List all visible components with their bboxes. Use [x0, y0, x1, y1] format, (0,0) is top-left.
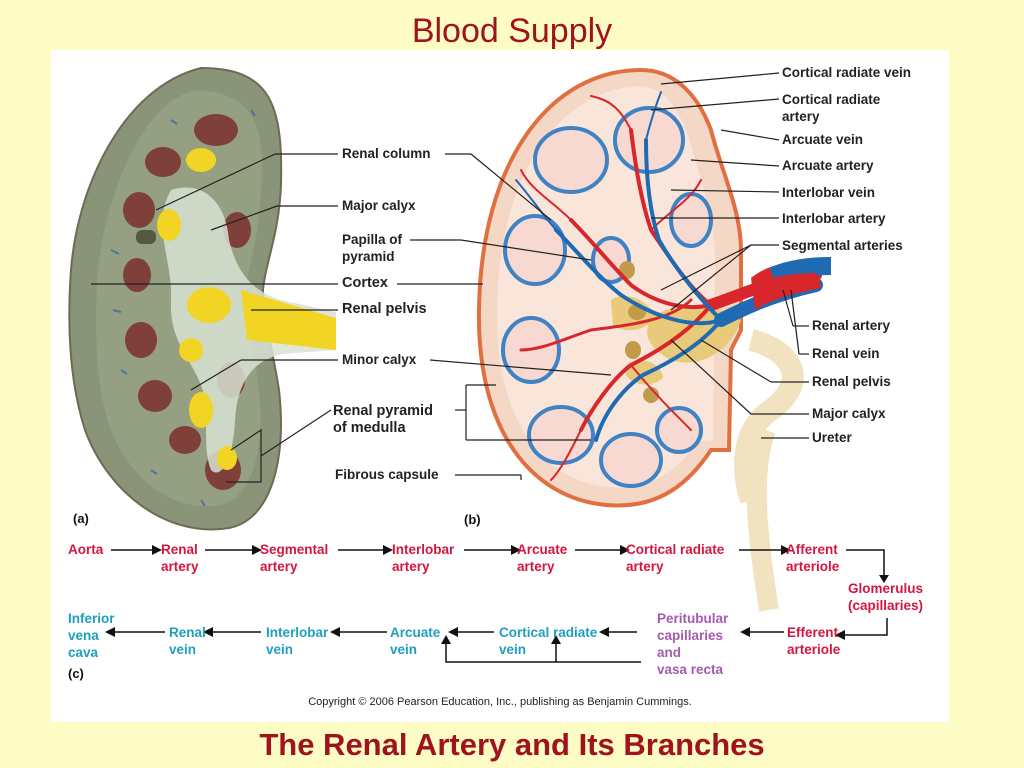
label-fibrous-capsule: Fibrous capsule [335, 467, 439, 482]
flow-inferior-vena-cava: Inferior vena cava [68, 611, 115, 660]
label-renal-pelvis: Renal pelvis [342, 301, 427, 317]
label-major-calyx: Major calyx [342, 198, 416, 213]
label-arcuate-vein: Arcuate vein [782, 132, 864, 147]
flow-peritubular-capillaries: Peritubular capillaries and vasa recta [657, 611, 729, 677]
label-interlobar-artery: Interlobar artery [782, 211, 886, 226]
kidney-illustrations [68, 66, 889, 663]
label-cortical-radiate-vein: Cortical radiate vein [782, 65, 912, 80]
label-cortical-radiate-artery: Cortical radiate artery [782, 92, 881, 124]
flow-efferent-arteriole: Efferent arteriole [787, 625, 841, 657]
flow-renal-vein: Renal vein [169, 625, 206, 657]
label-interlobar-vein: Interlobar vein [782, 185, 876, 200]
flow-renal-artery: Renal artery [161, 542, 199, 574]
label-renal-pelvis-b: Renal pelvis [812, 374, 891, 389]
diagram-panel: Renal column Major calyx Papilla of pyra… [51, 50, 949, 722]
label-renal-pyramid: Renal pyramid of medulla [333, 403, 433, 436]
flow-cortical-radiate-vein: Cortical radiate vein [499, 625, 598, 657]
label-renal-column: Renal column [342, 146, 431, 161]
caption-b: (b) [464, 512, 481, 527]
label-papilla-of-pyramid: Papilla of pyramid [342, 232, 403, 264]
label-ureter: Ureter [812, 430, 852, 445]
caption-a: (a) [73, 511, 89, 526]
slide-title: Blood Supply [411, 12, 613, 50]
flow-arrowheads [105, 545, 889, 644]
flow-arcuate-artery: Arcuate artery [517, 542, 568, 574]
caption-c: (c) [68, 666, 84, 681]
flow-arrows [111, 549, 888, 663]
flow-cortical-radiate-artery: Cortical radiate artery [626, 542, 725, 574]
kidney-photo [68, 66, 336, 531]
label-major-calyx-b: Major calyx [812, 406, 886, 421]
label-renal-vein: Renal vein [812, 346, 880, 361]
flow-glomerulus: Glomerulus (capillaries) [848, 581, 924, 613]
flow-interlobar-vein: Interlobar vein [266, 625, 329, 657]
label-arcuate-artery: Arcuate artery [782, 158, 874, 173]
kidney-vessel-illustration [476, 67, 832, 612]
flow-aorta: Aorta [68, 542, 104, 557]
label-cortex: Cortex [342, 275, 388, 291]
label-minor-calyx: Minor calyx [342, 352, 417, 367]
copyright-notice: Copyright © 2006 Pearson Education, Inc.… [308, 696, 692, 708]
label-renal-artery: Renal artery [812, 318, 891, 333]
flow-arcuate-vein: Arcuate vein [390, 625, 441, 657]
flow-segmental-artery: Segmental artery [260, 542, 329, 574]
label-segmental-arteries: Segmental arteries [782, 238, 903, 253]
bottom-title: The Renal Artery and Its Branches [259, 727, 765, 762]
flow-interlobar-artery: Interlobar artery [392, 542, 455, 574]
leader-lines [91, 72, 809, 483]
flow-afferent-arteriole: Afferent arteriole [786, 542, 840, 574]
